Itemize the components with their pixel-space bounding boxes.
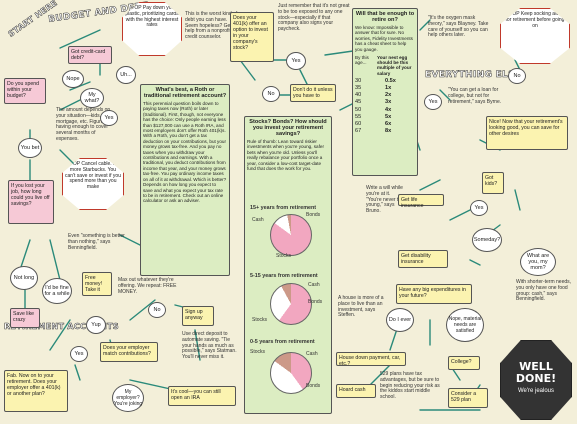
use-direct-deposit-note: Use direct deposit to automate saving. "… bbox=[182, 331, 237, 361]
you-bet-circle[interactable]: You bet bbox=[18, 138, 42, 158]
pie15-stocks-label: Stocks bbox=[276, 253, 292, 259]
max-out-note: Max out whatever they're offering. We re… bbox=[118, 277, 177, 295]
shorter-term-note: With shorter-term needs, you only have o… bbox=[516, 279, 572, 303]
uh-circle[interactable]: Uh... bbox=[116, 66, 136, 84]
even-something-note: Even "something is better than nothing,"… bbox=[68, 233, 125, 251]
save-like-crazy-box[interactable]: Save like crazy bbox=[10, 308, 40, 328]
well-done-text: WELL DONE! bbox=[515, 360, 557, 385]
worst-debt-note: This is the worst kind of debt you can h… bbox=[185, 11, 238, 41]
yes-circle-401k[interactable]: Yes bbox=[286, 52, 306, 70]
pie15-bonds-label: Bonds bbox=[306, 212, 321, 218]
529-note: 529 plans have tax advantages, but be su… bbox=[380, 371, 440, 401]
what-are-you-circle[interactable]: What are you, my mom? bbox=[520, 248, 556, 276]
free-money-box[interactable]: Free money! Take it bbox=[82, 272, 112, 296]
enough-we-know: We know: Impossible to answer that for s… bbox=[355, 25, 413, 52]
yup-circle[interactable]: Yup bbox=[86, 316, 106, 334]
col-age-header: By this age... bbox=[355, 55, 369, 66]
not-long-circle[interactable]: Not long bbox=[10, 266, 38, 290]
my-what-circle[interactable]: My what? bbox=[80, 88, 104, 108]
house-note: A house is more of a place to live than … bbox=[338, 295, 384, 319]
stop-keep-socking-sign: STOP Keep socking away for retirement be… bbox=[500, 8, 570, 64]
p5-15-label: 5-15 years from retirement bbox=[250, 273, 318, 279]
were-jealous-text: We're jealous bbox=[517, 388, 555, 394]
pie15-cash-label: Cash bbox=[252, 217, 264, 223]
everything-else-heading: EVERYTHING ELSE bbox=[425, 70, 522, 81]
yes-circle-budget[interactable]: Yes bbox=[100, 110, 118, 126]
got-credit-card-debt-box[interactable]: Got credit-card debt? bbox=[68, 46, 112, 64]
pie05-stocks-label: Stocks bbox=[250, 349, 266, 355]
col-nest-header: Your nest egg should be this multiple of… bbox=[377, 55, 412, 76]
do-i-ever-circle[interactable]: Do I ever bbox=[386, 308, 414, 332]
my-employer-circle[interactable]: My employer? You're joking bbox=[112, 384, 144, 412]
roth-body: This perennial question boils down to pa… bbox=[143, 101, 227, 204]
pie-5-15-years bbox=[270, 283, 312, 325]
stocks-rule: Rule of thumb: Lean toward riskier inves… bbox=[247, 139, 324, 172]
enough-panel: Will that be enough to retire on? We kno… bbox=[352, 8, 418, 176]
pie-0-5-years bbox=[270, 352, 312, 394]
roth-title: What's best, a Roth or traditional retir… bbox=[143, 87, 227, 99]
get-disability-box[interactable]: Get disability insurance bbox=[398, 250, 448, 268]
p15-label: 15+ years from retirement bbox=[250, 205, 317, 211]
id-be-fine-circle[interactable]: I'd be fine for a while bbox=[42, 278, 72, 304]
does-401k-offer-box[interactable]: Does your 401(k) offer an option to inve… bbox=[230, 12, 274, 62]
retirement-accounts-heading: RETIREMENT ACCOUNTS bbox=[4, 322, 119, 332]
fab-now-on-box[interactable]: Fab. Now on to your retirement. Does you… bbox=[4, 370, 68, 412]
hoard-cash-box[interactable]: Hoard cash bbox=[336, 384, 376, 398]
oxygen-note: "It's the oxygen mask theory," says Blay… bbox=[428, 15, 489, 39]
enough-question: Will that be enough to retire on? bbox=[355, 11, 415, 23]
someday-circle[interactable]: Someday? bbox=[472, 228, 502, 252]
amount-depends-note: The amount depends on your situation—kid… bbox=[56, 107, 111, 142]
does-employer-match-box[interactable]: Does your employer match contributions? bbox=[100, 342, 158, 362]
do-you-spend-box[interactable]: Do you spend within your budget? bbox=[4, 78, 46, 104]
yes-circle-kids[interactable]: Yes bbox=[470, 200, 488, 216]
pie515-stocks-label: Stocks bbox=[252, 317, 268, 323]
pie05-bonds-label: Bonds bbox=[306, 383, 321, 389]
no-circle-employer[interactable]: No bbox=[148, 302, 166, 318]
stocks-title: Stocks? Bonds? How should you invest you… bbox=[249, 119, 327, 137]
p0-5-label: 0-5 years from retirement bbox=[250, 339, 315, 345]
sign-up-anyway-box[interactable]: Sign up anyway bbox=[182, 306, 214, 326]
its-cool-box[interactable]: It's cool—you can still open an IRA bbox=[168, 386, 236, 406]
pie05-cash-label: Cash bbox=[306, 351, 318, 357]
consider-529-box[interactable]: Consider a 529 plan bbox=[448, 388, 488, 408]
loan-note: "You can get a loan for college, but not… bbox=[448, 87, 502, 105]
stop-cancel-cable-sign: STOP Cancel cable. No more Starbucks. Yo… bbox=[62, 158, 124, 210]
pie515-bonds-label: Bonds bbox=[308, 299, 323, 305]
got-kids-box[interactable]: Got kids? bbox=[482, 172, 504, 194]
yes-circle-enough[interactable]: Yes bbox=[424, 94, 442, 110]
get-life-insurance-box[interactable]: Get life insurance bbox=[398, 194, 444, 209]
stop-pay-down-sign: STOP Pay down your plastic, prioritizing… bbox=[122, 2, 182, 56]
pie-15-years bbox=[270, 214, 312, 256]
no-circle-enough[interactable]: No bbox=[508, 68, 526, 84]
roth-panel: What's best, a Roth or traditional retir… bbox=[140, 84, 230, 276]
yes-circle-fab[interactable]: Yes bbox=[70, 346, 88, 362]
big-expenditures-box[interactable]: Have any big expenditures in your future… bbox=[396, 284, 472, 304]
nice-box[interactable]: Nice! Now that your retirement's looking… bbox=[486, 116, 568, 150]
write-will-note: Write a will while you're at it. "You're… bbox=[366, 185, 404, 215]
no-circle-401k[interactable]: No bbox=[262, 86, 280, 102]
nope-material-circle[interactable]: Nope, material needs are satisfied bbox=[446, 308, 484, 342]
well-done-sign: WELL DONE! We're jealous bbox=[500, 340, 572, 420]
if-you-lost-job-box[interactable]: If you lost your job, how long could you… bbox=[8, 180, 54, 224]
nope-circle[interactable]: Nope bbox=[62, 70, 84, 88]
remember-note: Just remember that it's not great to be … bbox=[278, 3, 350, 33]
pie515-cash-label: Cash bbox=[308, 282, 320, 288]
dont-do-it-box[interactable]: Don't do it unless you have to bbox=[290, 84, 336, 102]
house-down-box[interactable]: House down payment, car, etc.? bbox=[336, 352, 406, 367]
college-box[interactable]: College? bbox=[448, 356, 480, 370]
